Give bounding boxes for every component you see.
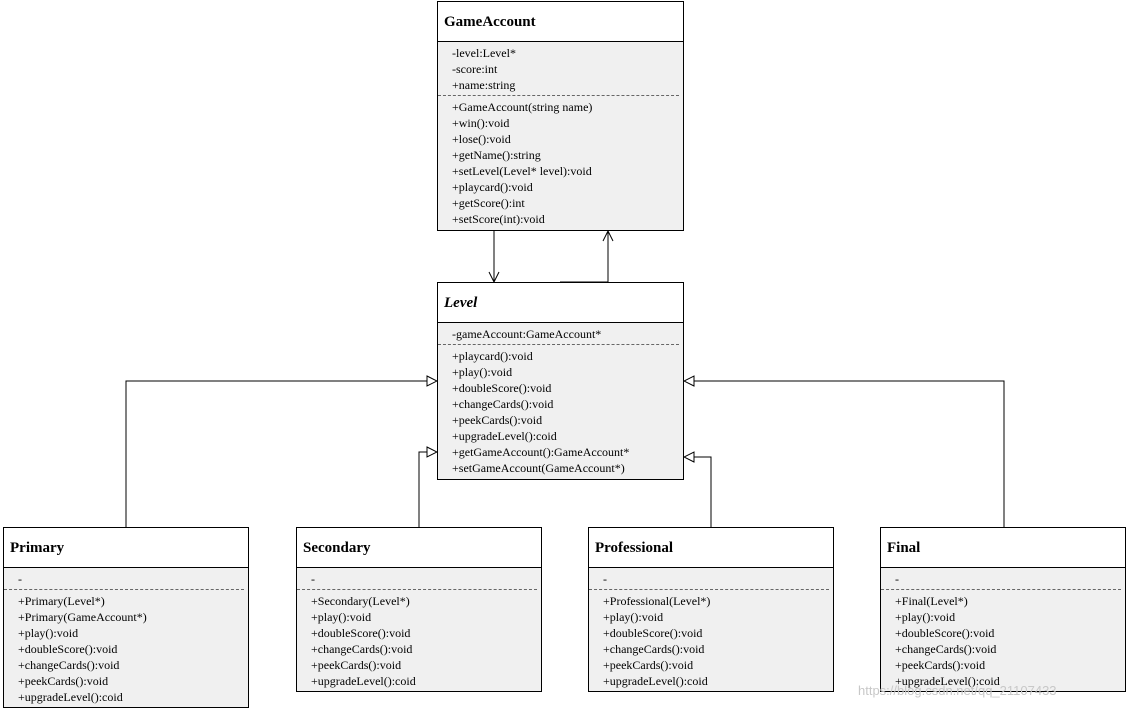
class-method: +getGameAccount():GameAccount* <box>452 445 630 459</box>
class-method: +Primary(GameAccount*) <box>18 610 147 624</box>
class-method: +doubleScore():void <box>311 626 411 640</box>
generalization-professional-to-level <box>684 457 712 527</box>
class-method: +play():void <box>18 626 79 640</box>
class-attribute: - <box>311 572 315 586</box>
class-method: +peekCards():void <box>452 413 543 427</box>
methods-section: +GameAccount(string name) +win():void +los… <box>438 96 683 229</box>
class-body: - +Primary(Level*) +Primary(GameAccount*)… <box>4 568 248 707</box>
class-method: +play():void <box>311 610 372 624</box>
class-method: +play():void <box>895 610 956 624</box>
class-method: +GameAccount(string name) <box>452 100 593 114</box>
methods-section: +Secondary(Level*) +play():void +doubleSco… <box>297 590 541 691</box>
methods-section: +playcard():void +play():void +doubleScore… <box>438 345 683 478</box>
class-attribute: - <box>18 572 22 586</box>
class-method: +upgradeLevel():coid <box>603 674 708 688</box>
class-title: Secondary <box>297 528 541 568</box>
class-method: +doubleScore():void <box>895 626 995 640</box>
attributes-section: - <box>589 568 829 590</box>
class-body: - +Final(Level*) +play():void +doubleScore… <box>881 568 1125 691</box>
class-attribute: - <box>603 572 607 586</box>
class-method: +win():void <box>452 116 510 130</box>
class-attribute: +name:string <box>452 78 516 92</box>
class-method: +changeCards():void <box>311 642 413 656</box>
class-title: GameAccount <box>438 2 683 42</box>
class-method: +peekCards():void <box>18 674 109 688</box>
class-attribute: -gameAccount:GameAccount* <box>452 327 602 341</box>
class-method: +Professional(Level*) <box>603 594 711 608</box>
class-method: +doubleScore():void <box>452 381 552 395</box>
class-method: +upgradeLevel():coid <box>452 429 557 443</box>
class-title: Level <box>438 283 683 323</box>
class-level: Level -gameAccount:GameAccount* +playcar… <box>437 282 684 480</box>
class-professional: Professional - +Professional(Level*) +pla… <box>588 527 834 692</box>
watermark: https://blog.csdn.net/qq_21107433 <box>858 683 1057 698</box>
class-method: +peekCards():void <box>603 658 694 672</box>
class-body: - +Secondary(Level*) +play():void +doubleS… <box>297 568 541 691</box>
methods-section: +Final(Level*) +play():void +doubleScore()… <box>881 590 1125 691</box>
class-method: +playcard():void <box>452 180 533 194</box>
class-method: +peekCards():void <box>895 658 986 672</box>
class-attribute: -score:int <box>452 62 498 76</box>
class-method: +changeCards():void <box>452 397 554 411</box>
class-body: -gameAccount:GameAccount* +playcard():vo… <box>438 323 683 479</box>
class-method: +upgradeLevel():coid <box>311 674 416 688</box>
class-attribute: -level:Level* <box>452 46 516 60</box>
class-title: Final <box>881 528 1125 568</box>
class-body: -level:Level* -score:int +name:string +Gam… <box>438 42 683 230</box>
attributes-section: - <box>881 568 1121 590</box>
class-method: +setLevel(Level* level):void <box>452 164 592 178</box>
association-level-to-gameaccount <box>560 231 608 283</box>
class-method: +lose():void <box>452 132 511 146</box>
class-method: +play():void <box>452 365 513 379</box>
class-title: Primary <box>4 528 248 568</box>
class-final: Final - +Final(Level*) +play():void +doubl… <box>880 527 1126 692</box>
generalization-primary-to-level <box>125 381 437 527</box>
class-method: +getName():string <box>452 148 541 162</box>
class-attribute: - <box>895 572 899 586</box>
class-method: +Primary(Level*) <box>18 594 105 608</box>
class-secondary: Secondary - +Secondary(Level*) +play():vo… <box>296 527 542 692</box>
class-method: +setGameAccount(GameAccount*) <box>452 461 625 475</box>
class-method: +play():void <box>603 610 664 624</box>
generalization-final-to-level <box>684 381 1005 527</box>
class-method: +playcard():void <box>452 349 533 363</box>
class-method: +changeCards():void <box>18 658 120 672</box>
class-method: +doubleScore():void <box>18 642 118 656</box>
methods-section: +Primary(Level*) +Primary(GameAccount*) +p… <box>4 590 248 707</box>
class-method: +doubleScore():void <box>603 626 703 640</box>
class-title: Professional <box>589 528 833 568</box>
generalization-secondary-to-level <box>418 452 437 527</box>
class-method: +changeCards():void <box>603 642 705 656</box>
class-method: +peekCards():void <box>311 658 402 672</box>
attributes-section: -level:Level* -score:int +name:string <box>438 42 679 96</box>
class-primary: Primary - +Primary(Level*) +Primary(GameA… <box>3 527 249 708</box>
attributes-section: -gameAccount:GameAccount* <box>438 323 679 345</box>
class-method: +upgradeLevel():coid <box>895 674 1000 688</box>
attributes-section: - <box>4 568 244 590</box>
class-gameaccount: GameAccount -level:Level* -score:int +name… <box>437 1 684 231</box>
class-method: +setScore(int):void <box>452 212 545 226</box>
class-body: - +Professional(Level*) +play():void +doub… <box>589 568 833 691</box>
attributes-section: - <box>297 568 537 590</box>
class-method: +upgradeLevel():coid <box>18 690 123 704</box>
methods-section: +Professional(Level*) +play():void +double… <box>589 590 833 691</box>
class-method: +Secondary(Level*) <box>311 594 410 608</box>
class-method: +Final(Level*) <box>895 594 968 608</box>
class-method: +getScore():int <box>452 196 525 210</box>
class-method: +changeCards():void <box>895 642 997 656</box>
